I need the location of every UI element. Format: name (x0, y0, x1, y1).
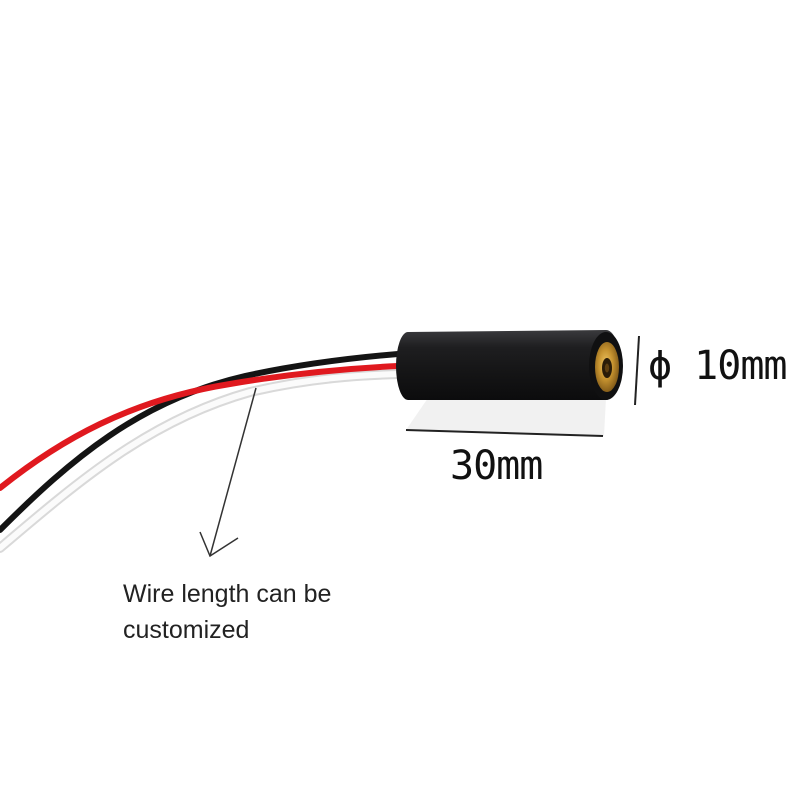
module-body (396, 330, 621, 400)
wires (0, 351, 405, 553)
wire-note-line-2: customized (123, 616, 250, 644)
laser-module (396, 330, 623, 400)
wire-length-note: Wire length can be customized (123, 576, 331, 648)
module-shadow (406, 398, 606, 436)
length-label: 30mm (450, 443, 543, 489)
length-dimension-line (405, 429, 604, 437)
diameter-dimension-line (634, 335, 640, 406)
red-wire (0, 363, 401, 491)
white-wire (0, 369, 405, 553)
wire-note-line-1: Wire length can be (123, 580, 332, 608)
arrow-icon (199, 387, 257, 558)
diameter-label: ϕ 10mm (648, 343, 787, 389)
